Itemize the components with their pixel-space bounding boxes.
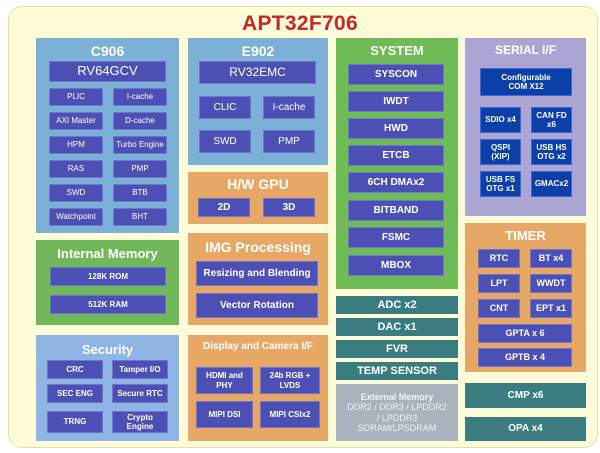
img-processing-group: IMG Processing Resizing and Blending Vec… bbox=[188, 233, 328, 325]
c906-item: Watchpoint bbox=[49, 208, 103, 226]
system-item: BITBAND bbox=[348, 200, 444, 221]
e902-item: I-cache bbox=[263, 96, 315, 119]
security-title: Security bbox=[81, 342, 134, 357]
display-item: 24b RGB + LVDS bbox=[260, 367, 320, 394]
external-memory-title: External Memory bbox=[360, 391, 434, 402]
serial-item: GMACx2 bbox=[531, 171, 572, 197]
e902-title: E902 bbox=[241, 43, 275, 59]
system-item: FSMC bbox=[348, 227, 444, 248]
external-memory-block: External Memory DDR2 / DDR3 / LPDDR2 / L… bbox=[336, 384, 458, 441]
serial-if-group: SERIAL I/F Configurable COM X12 SDIO x4 … bbox=[465, 38, 586, 216]
e902-item: PMP bbox=[263, 130, 315, 153]
c906-item: BHT bbox=[113, 208, 167, 226]
security-item: Crypto Engine bbox=[112, 411, 168, 433]
memory-item: 512K RAM bbox=[50, 295, 166, 314]
e902-core: RV32EMC bbox=[199, 61, 316, 84]
security-group: Security CRC Tamper I/O SEC ENG Secure R… bbox=[36, 335, 179, 441]
e902-item: CLIC bbox=[199, 96, 251, 119]
c906-item: I-cache bbox=[113, 88, 167, 106]
internal-memory-group: Internal Memory 128K ROM 512K RAM bbox=[36, 240, 179, 325]
serial-item: SDIO x4 bbox=[480, 107, 521, 133]
timer-title: TIMER bbox=[505, 228, 546, 243]
system-title: SYSTEM bbox=[370, 43, 424, 58]
system-item: IWDT bbox=[348, 91, 444, 112]
img-processing-title: IMG Processing bbox=[205, 239, 311, 255]
e902-item: SWD bbox=[199, 130, 251, 153]
serial-com-block: Configurable COM X12 bbox=[480, 68, 572, 96]
display-item: MIPI CSIx2 bbox=[260, 401, 320, 428]
display-item: HDMI and PHY bbox=[196, 367, 253, 394]
system-item: HWD bbox=[348, 118, 444, 139]
img-item: Vector Rotation bbox=[196, 293, 318, 318]
c906-item: BTB bbox=[113, 184, 167, 202]
c906-item: RAS bbox=[49, 160, 103, 178]
img-item: Resizing and Blending bbox=[196, 261, 318, 286]
adc-block: ADC x2 bbox=[336, 296, 458, 314]
system-item: SYSCON bbox=[348, 64, 444, 85]
gpu-title: H/W GPU bbox=[227, 176, 289, 192]
system-item: 6CH DMAx2 bbox=[348, 172, 444, 193]
security-item: Secure RTC bbox=[112, 384, 168, 403]
serial-item: QSPI (XIP) bbox=[480, 139, 521, 165]
timer-item: BT x4 bbox=[530, 249, 572, 268]
serial-if-title: SERIAL I/F bbox=[494, 43, 557, 57]
c906-item: PMP bbox=[113, 160, 167, 178]
cmp-block: CMP x6 bbox=[465, 383, 586, 408]
c906-group: C906 RV64GCV PLIC I-cache AXI Master D-c… bbox=[36, 38, 179, 233]
timer-item: WWDT bbox=[530, 274, 572, 293]
external-memory-line: DDR2 / DDR3 / LPDDR2 bbox=[347, 402, 447, 413]
security-item: CRC bbox=[47, 360, 103, 379]
c906-title: C906 bbox=[90, 43, 125, 59]
temp-sensor-block: TEMP SENSOR bbox=[336, 362, 458, 380]
c906-item: D-cache bbox=[113, 112, 167, 130]
serial-item: CAN FD x6 bbox=[531, 107, 572, 133]
c906-item: AXI Master bbox=[49, 112, 103, 130]
c906-core: RV64GCV bbox=[49, 61, 166, 82]
gpu-item: 2D bbox=[198, 198, 250, 217]
opa-block: OPA x4 bbox=[465, 417, 586, 441]
e902-group: E902 RV32EMC CLIC I-cache SWD PMP bbox=[188, 38, 328, 165]
system-item: MBOX bbox=[348, 255, 444, 276]
system-item: ETCB bbox=[348, 145, 444, 166]
memory-item: 128K ROM bbox=[50, 267, 166, 286]
timer-item: CNT bbox=[478, 299, 520, 318]
fvr-block: FVR bbox=[336, 340, 458, 358]
timer-group: TIMER RTC BT x4 LPT WWDT CNT EPT x1 GPTA… bbox=[465, 223, 586, 372]
timer-item: RTC bbox=[478, 249, 520, 268]
c906-item: HPM bbox=[49, 136, 103, 154]
gpu-item: 3D bbox=[263, 198, 315, 217]
serial-item: USB FS OTG x1 bbox=[480, 171, 521, 197]
dac-block: DAC x1 bbox=[336, 318, 458, 336]
chip-title: APT32F706 bbox=[242, 12, 358, 35]
system-group: SYSTEM SYSCON IWDT HWD ETCB 6CH DMAx2 BI… bbox=[336, 38, 458, 289]
security-item: SEC ENG bbox=[47, 384, 103, 403]
timer-item: LPT bbox=[478, 274, 520, 293]
gpu-group: H/W GPU 2D 3D bbox=[188, 172, 328, 224]
timer-item: GPTA x 6 bbox=[478, 324, 572, 343]
c906-item: Turbo Engine bbox=[113, 136, 167, 154]
display-camera-title: Display and Camera I/F bbox=[202, 341, 314, 352]
timer-item: GPTB x 4 bbox=[478, 348, 572, 367]
internal-memory-title: Internal Memory bbox=[57, 246, 158, 261]
c906-item: PLIC bbox=[49, 88, 103, 106]
display-camera-group: Display and Camera I/F HDMI and PHY 24b … bbox=[188, 335, 328, 441]
c906-item: SWD bbox=[49, 184, 103, 202]
serial-item: USB HS OTG x2 bbox=[531, 139, 572, 165]
security-item: Tamper I/O bbox=[112, 360, 168, 379]
display-item: MIPI DSI bbox=[196, 401, 253, 428]
external-memory-line: SDRAM/LPSDRAM bbox=[357, 422, 437, 433]
security-item: TRNG bbox=[47, 411, 103, 433]
timer-item: EPT x1 bbox=[530, 299, 572, 318]
external-memory-line: / LPDDR3 bbox=[376, 412, 418, 423]
